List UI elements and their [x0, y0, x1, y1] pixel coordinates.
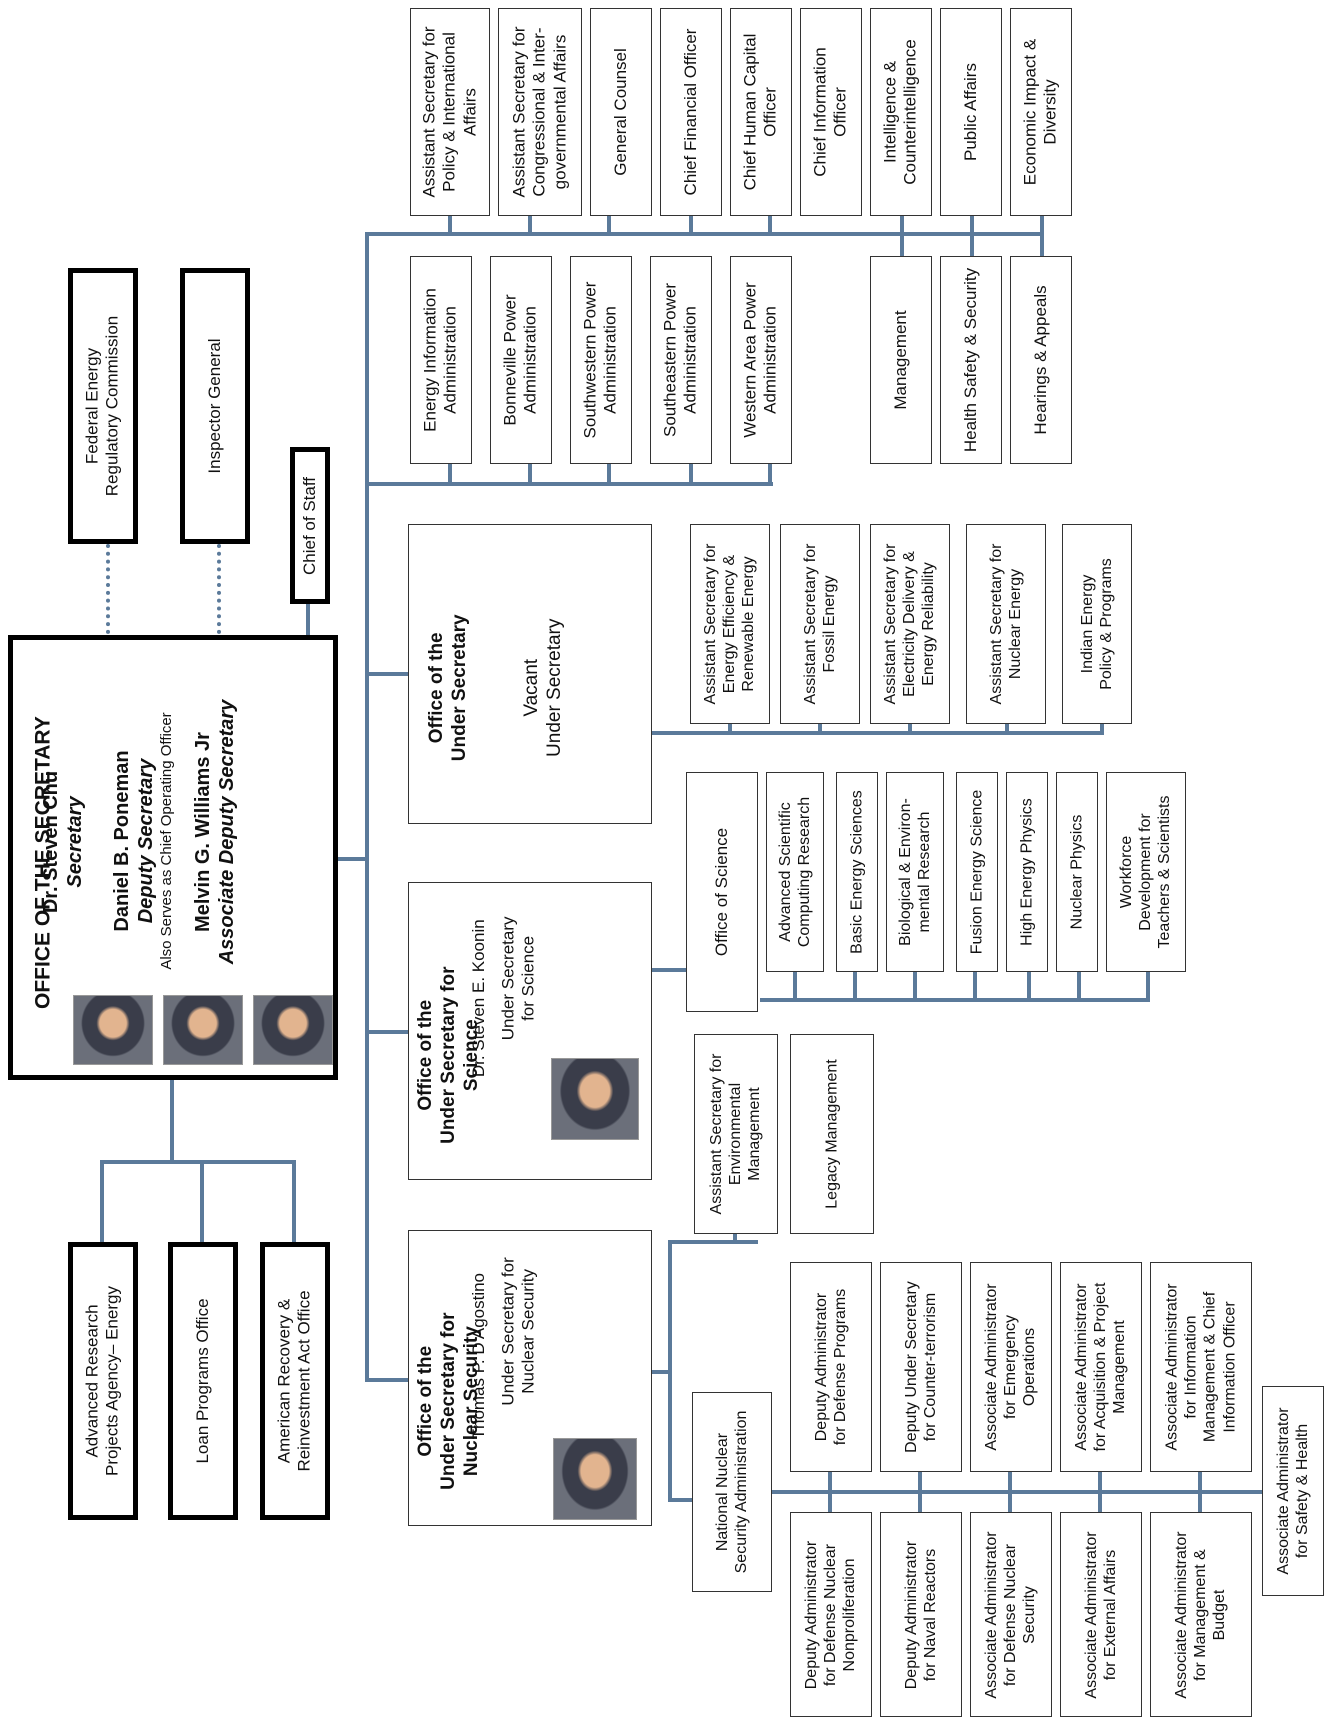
- office-of-secretary-box: OFFICE OF THE SECRETARY Dr. Steven Chu S…: [8, 635, 338, 1080]
- under-secretary-nuclear-box: Office of the Under Secretary for Nuclea…: [408, 1230, 652, 1526]
- secretary-photo: [73, 995, 153, 1065]
- koonin-photo: [551, 1058, 639, 1140]
- staff-box: Health Safety & Security: [940, 256, 1002, 464]
- associate-deputy-name: Melvin G. Williams Jr: [192, 732, 214, 932]
- associate-deputy-photo: [253, 995, 333, 1065]
- legacy-management-box: Legacy Management: [790, 1034, 874, 1234]
- chief-of-staff-box: Chief of Staff: [290, 447, 330, 604]
- secretary-name: Dr. Steven Chu: [40, 770, 62, 914]
- staff-box: General Counsel: [590, 8, 652, 216]
- science-program-box: High Energy Physics: [1006, 772, 1048, 972]
- associate-deputy-title: Associate Deputy Secretary: [216, 699, 238, 965]
- recovery-act-office-box: American Recovery &Reinvestment Act Offi…: [260, 1242, 330, 1520]
- science-under-secretary-name: Dr. Steven E. Koonin: [468, 919, 488, 1078]
- under-secretary-name: Vacant: [521, 658, 543, 717]
- staff-box: Chief Financial Officer: [660, 8, 722, 216]
- under-secretary-role: Under Secretary: [544, 618, 565, 757]
- office-of-science-box: Office of Science: [686, 772, 758, 1012]
- science-program-box: Basic Energy Sciences: [836, 772, 878, 972]
- staff-box: Hearings & Appeals: [1010, 256, 1072, 464]
- under-secretary-box: Office of the Under Secretary Vacant Und…: [408, 524, 652, 824]
- science-program-box: Nuclear Physics: [1056, 772, 1098, 972]
- loan-programs-box: Loan Programs Office: [168, 1242, 238, 1520]
- deputy-photo: [163, 995, 243, 1065]
- dagostino-photo: [553, 1438, 637, 1520]
- inspector-general-box: Inspector General: [180, 268, 250, 544]
- under-secretary-science-box: Office of the Under Secretary for Scienc…: [408, 882, 652, 1180]
- staff-box: Public Affairs: [940, 8, 1002, 216]
- science-program-box: Biological & Environ-mental Research: [886, 772, 944, 972]
- science-program-box: Fusion Energy Science: [956, 772, 998, 972]
- staff-box: Management: [870, 256, 932, 464]
- staff-box: Intelligence &Counterintelligence: [870, 8, 932, 216]
- staff-box: Economic Impact &Diversity: [1010, 8, 1072, 216]
- nuclear-under-secretary-name: Thomas P. D'Agostino: [468, 1272, 488, 1440]
